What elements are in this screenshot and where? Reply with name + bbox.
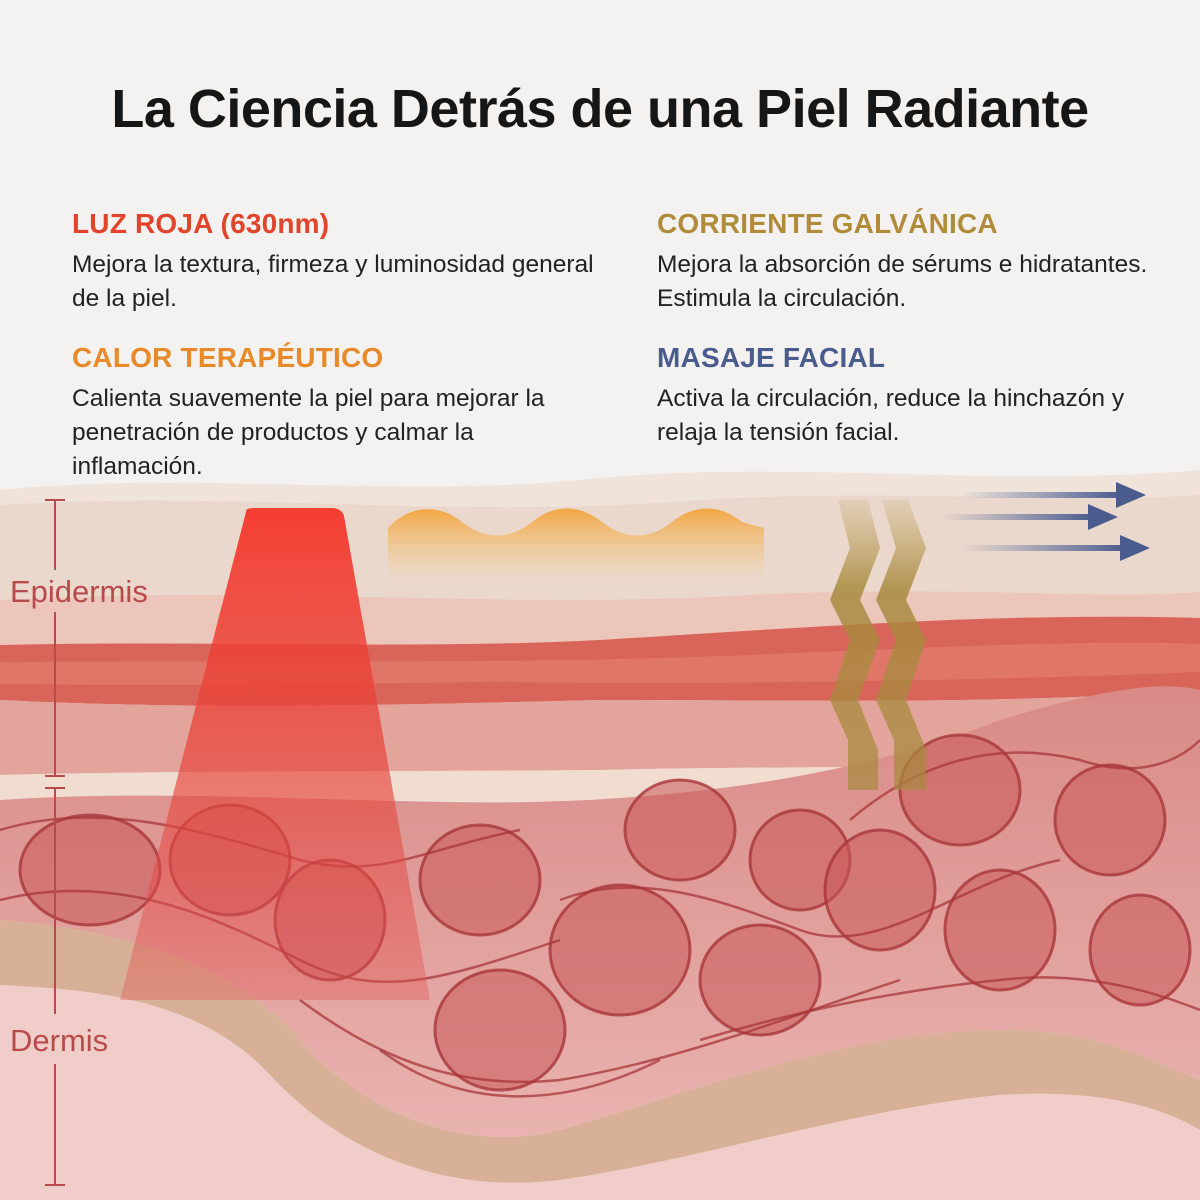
- feature-galvanic: CORRIENTE GALVÁNICA Mejora la absorción …: [657, 208, 1187, 316]
- dermis-bracket: [45, 787, 65, 1186]
- red-light-heading: LUZ ROJA (630nm): [72, 208, 330, 239]
- heat-text: Calienta suavemente la piel para mejorar…: [72, 385, 545, 480]
- massage-arrow-icon: [940, 482, 1150, 561]
- galvanic-chevron-icon: [830, 500, 926, 790]
- galvanic-text: Mejora la absorción de sérums e hidratan…: [657, 251, 1148, 312]
- page-title: La Ciencia Detrás de una Piel Radiante: [111, 79, 1089, 139]
- feature-red-light: LUZ ROJA (630nm) Mejora la textura, firm…: [72, 208, 602, 316]
- heat-wave-icon: [388, 508, 764, 580]
- massage-heading: MASAJE FACIAL: [657, 342, 886, 373]
- dermis-label: Dermis: [10, 1023, 109, 1058]
- galvanic-heading: CORRIENTE GALVÁNICA: [657, 208, 998, 239]
- epidermis-label: Epidermis: [10, 574, 148, 609]
- feature-massage: MASAJE FACIAL Activa la circulación, red…: [657, 342, 1182, 450]
- heat-heading: CALOR TERAPÉUTICO: [72, 342, 384, 373]
- feature-heat: CALOR TERAPÉUTICO Calienta suavemente la…: [72, 342, 602, 484]
- epidermis-bracket: [45, 499, 65, 777]
- red-light-text: Mejora la textura, firmeza y luminosidad…: [72, 251, 594, 312]
- dermis-fibers: [0, 739, 1200, 1098]
- red-light-beam-icon: [120, 508, 430, 1000]
- massage-text: Activa la circulación, reduce la hinchaz…: [657, 385, 1125, 446]
